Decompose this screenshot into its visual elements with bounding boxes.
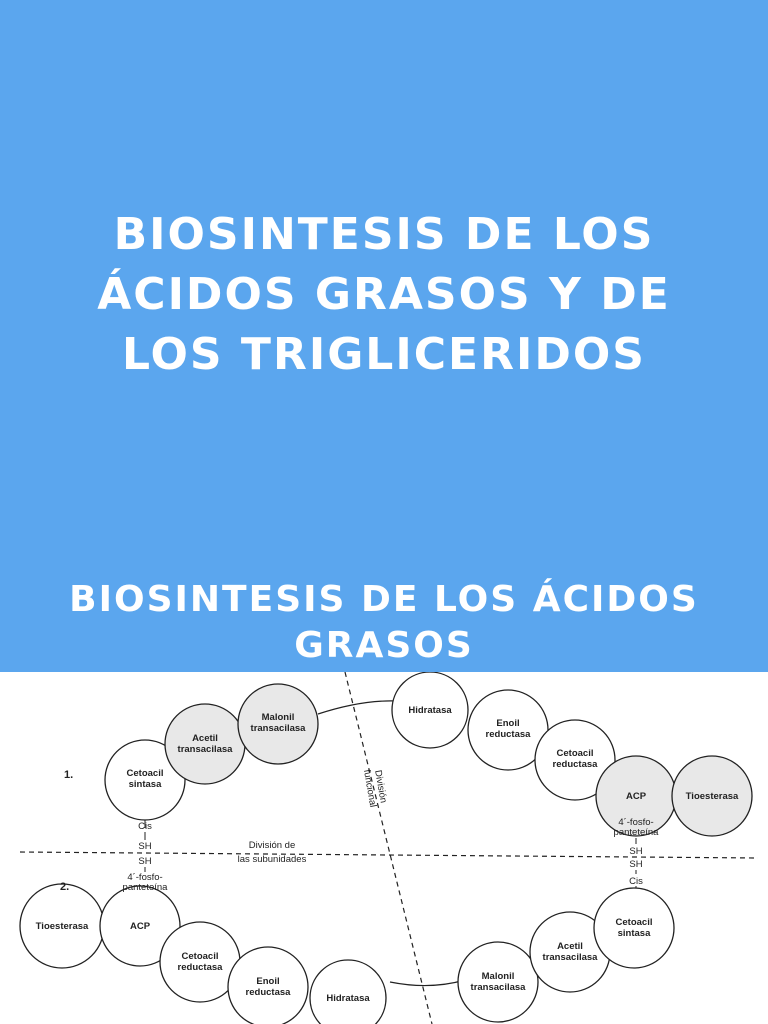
bottom-enoil-reductasa: Enoil reductasa [227,946,309,1024]
functional-division-line [344,672,433,1024]
bottom-acetil-label-2: transacilasa [543,952,599,963]
bottom-acetil-label-1: Acetil [557,941,583,952]
bottom-cetoacil-sintasa-label-1: Cetoacil [616,917,653,928]
top-malonil-label-1: Malonil [262,712,295,723]
top-acetil-transacilasa: Acetil transacilasa [164,703,246,785]
bottom-hidratasa-label: Hidratasa [326,993,370,1004]
right-cis-label: Cis [629,876,643,887]
left-sh2-label: SH [138,856,151,867]
top-cetoacil-sintasa-label-2: sintasa [129,779,162,790]
right-fosfo-label-2: panteteína [614,827,660,838]
bottom-enoil-label-1: Enoil [256,976,279,987]
label-1: 1. [64,769,73,781]
top-cetoacil-red-label-1: Cetoacil [557,748,594,759]
top-tioesterasa: Tioesterasa [671,755,753,837]
subunit-division-label-1: División de [249,840,295,851]
top-cetoacil-reductasa: Cetoacil reductasa [534,719,616,801]
top-malonil-transacilasa: Malonil transacilasa [237,683,319,765]
left-sh1-label: SH [138,841,151,852]
functional-division-label: División funcional [361,769,389,808]
title-line-2: ÁCIDOS GRASOS Y DE [97,269,671,320]
bottom-acp-label: ACP [130,921,151,932]
bottom-tioesterasa: Tioesterasa [19,883,105,969]
bottom-malonil-label-1: Malonil [482,971,515,982]
title-line-1: BIOSINTESIS DE LOS [113,209,655,260]
bottom-tioesterasa-label: Tioesterasa [36,921,89,932]
title-line-3: LOS TRIGLICERIDOS [122,329,646,380]
bottom-acetil-transacilasa: Acetil transacilasa [529,911,611,993]
bottom-cetoacil-sintasa: Cetoacil sintasa [593,887,675,969]
left-fosfo-label-2: panteteína [123,882,169,893]
subunit-division-line [19,851,759,859]
bottom-cetoacil-sintasa-label-2: sintasa [618,928,651,939]
top-cetoacil-sintasa-label-1: Cetoacil [127,768,164,779]
top-acp-label: ACP [626,791,647,802]
bottom-cetoacil-reductasa: Cetoacil reductasa [159,921,241,1003]
fatty-acid-synthase-diagram: Cetoacil sintasa Acetil transacilasa Mal… [0,672,768,1024]
left-cis-label: Cis [138,821,152,832]
top-enoil-label-2: reductasa [486,729,532,740]
right-sh1-label: SH [629,846,642,857]
bottom-cetoacil-red-label-2: reductasa [178,962,224,973]
left-fosfo-label-1: 4´-fosfo- [127,872,162,883]
slide-subtitle: BIOSINTESIS DE LOS ÁCIDOS GRASOS [0,577,768,669]
top-acetil-label-1: Acetil [192,733,218,744]
top-hidratasa-label: Hidratasa [408,705,452,716]
right-sh2-label: SH [629,859,642,870]
bottom-acp: ACP [99,885,181,967]
top-enoil-reductasa: Enoil reductasa [467,689,549,771]
subtitle-line-1: BIOSINTESIS DE LOS ÁCIDOS [69,579,699,620]
subunit-division-label-2: las subunidades [238,854,307,865]
top-cetoacil-red-label-2: reductasa [553,759,599,770]
bottom-hidratasa: Hidratasa [309,959,387,1024]
subtitle-line-2: GRASOS [294,625,474,666]
label-2: 2. [60,881,69,893]
top-tioesterasa-label: Tioesterasa [686,791,739,802]
bottom-connector [389,979,466,987]
top-acetil-label-2: transacilasa [178,744,234,755]
top-malonil-label-2: transacilasa [251,723,307,734]
bottom-malonil-transacilasa: Malonil transacilasa [457,941,539,1023]
top-hidratasa: Hidratasa [391,672,469,749]
slide-title: BIOSINTESIS DE LOS ÁCIDOS GRASOS Y DE LO… [0,205,768,385]
bottom-malonil-label-2: transacilasa [471,982,527,993]
bottom-enoil-label-2: reductasa [246,987,292,998]
bottom-cetoacil-red-label-1: Cetoacil [182,951,219,962]
title-slide: BIOSINTESIS DE LOS ÁCIDOS GRASOS Y DE LO… [0,0,768,672]
right-fosfo-label-1: 4´-fosfo- [618,817,653,828]
top-enoil-label-1: Enoil [496,718,519,729]
